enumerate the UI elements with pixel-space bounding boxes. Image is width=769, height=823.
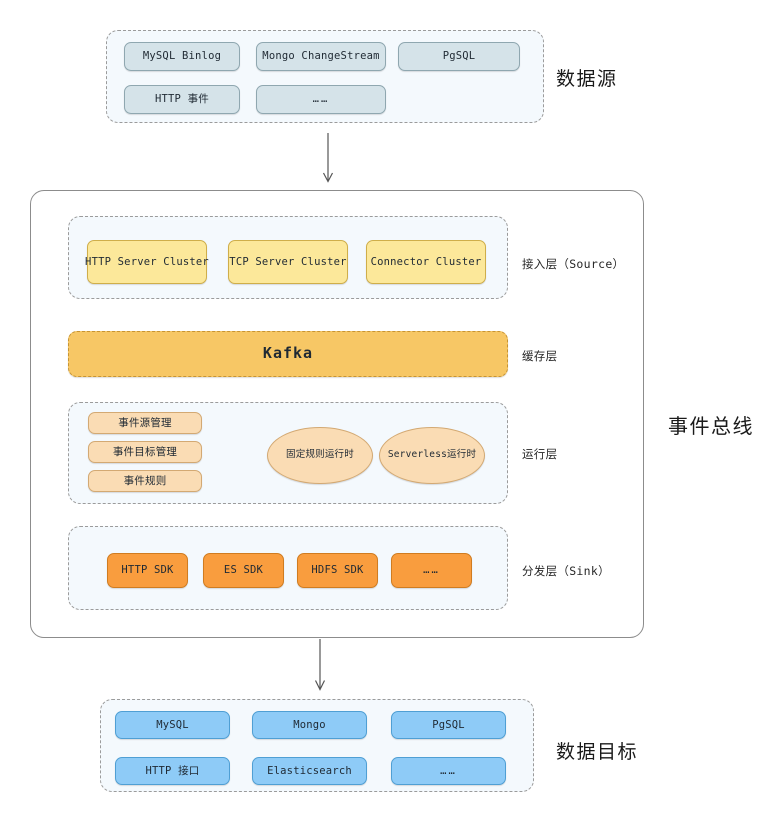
- runtime-node-event-target-management[interactable]: 事件目标管理: [88, 441, 202, 463]
- data-target-node-elasticsearch[interactable]: Elasticsearch: [252, 757, 367, 785]
- data-source-node-pgsql[interactable]: PgSQL: [398, 42, 520, 71]
- runtime-node-event-source-management[interactable]: 事件源管理: [88, 412, 202, 434]
- data-target-label: 数据目标: [556, 741, 639, 763]
- data-target-node-mongo[interactable]: Mongo: [252, 711, 367, 739]
- access-node-http-server-cluster[interactable]: HTTP Server Cluster: [85, 240, 209, 284]
- sink-node-more[interactable]: ……: [391, 553, 472, 588]
- arrow-source-to-bus: [322, 133, 334, 183]
- runtime-node-event-rules[interactable]: 事件规则: [88, 470, 202, 492]
- data-target-node-http-interface[interactable]: HTTP 接口: [115, 757, 230, 785]
- runtime-layer-label: 运行层: [522, 447, 558, 461]
- access-node-tcp-server-cluster[interactable]: TCP Server Cluster: [228, 240, 348, 284]
- data-target-node-pgsql[interactable]: PgSQL: [391, 711, 506, 739]
- data-source-node-more[interactable]: ……: [256, 85, 386, 114]
- sink-node-http-sdk[interactable]: HTTP SDK: [107, 553, 188, 588]
- sink-node-es-sdk[interactable]: ES SDK: [203, 553, 284, 588]
- arrow-bus-to-target: [314, 639, 326, 691]
- event-bus-title: 事件总线: [668, 414, 754, 438]
- data-source-node-mongo-changestream[interactable]: Mongo ChangeStream: [256, 42, 386, 71]
- cache-node-kafka[interactable]: Kafka: [68, 331, 508, 377]
- data-source-label: 数据源: [556, 68, 618, 90]
- data-target-node-more[interactable]: ……: [391, 757, 506, 785]
- sink-layer-label: 分发层（Sink）: [522, 564, 610, 578]
- data-target-node-mysql[interactable]: MySQL: [115, 711, 230, 739]
- runtime-node-fixed-rule-runtime[interactable]: 固定规则运行时: [267, 427, 373, 484]
- sink-node-hdfs-sdk[interactable]: HDFS SDK: [297, 553, 378, 588]
- access-layer-label: 接入层（Source）: [522, 257, 625, 271]
- access-node-connector-cluster[interactable]: Connector Cluster: [366, 240, 486, 284]
- data-source-node-http-event[interactable]: HTTP 事件: [124, 85, 240, 114]
- cache-layer-label: 缓存层: [522, 349, 558, 363]
- data-source-node-mysql-binlog[interactable]: MySQL Binlog: [124, 42, 240, 71]
- runtime-node-serverless-runtime[interactable]: Serverless运行时: [379, 427, 485, 484]
